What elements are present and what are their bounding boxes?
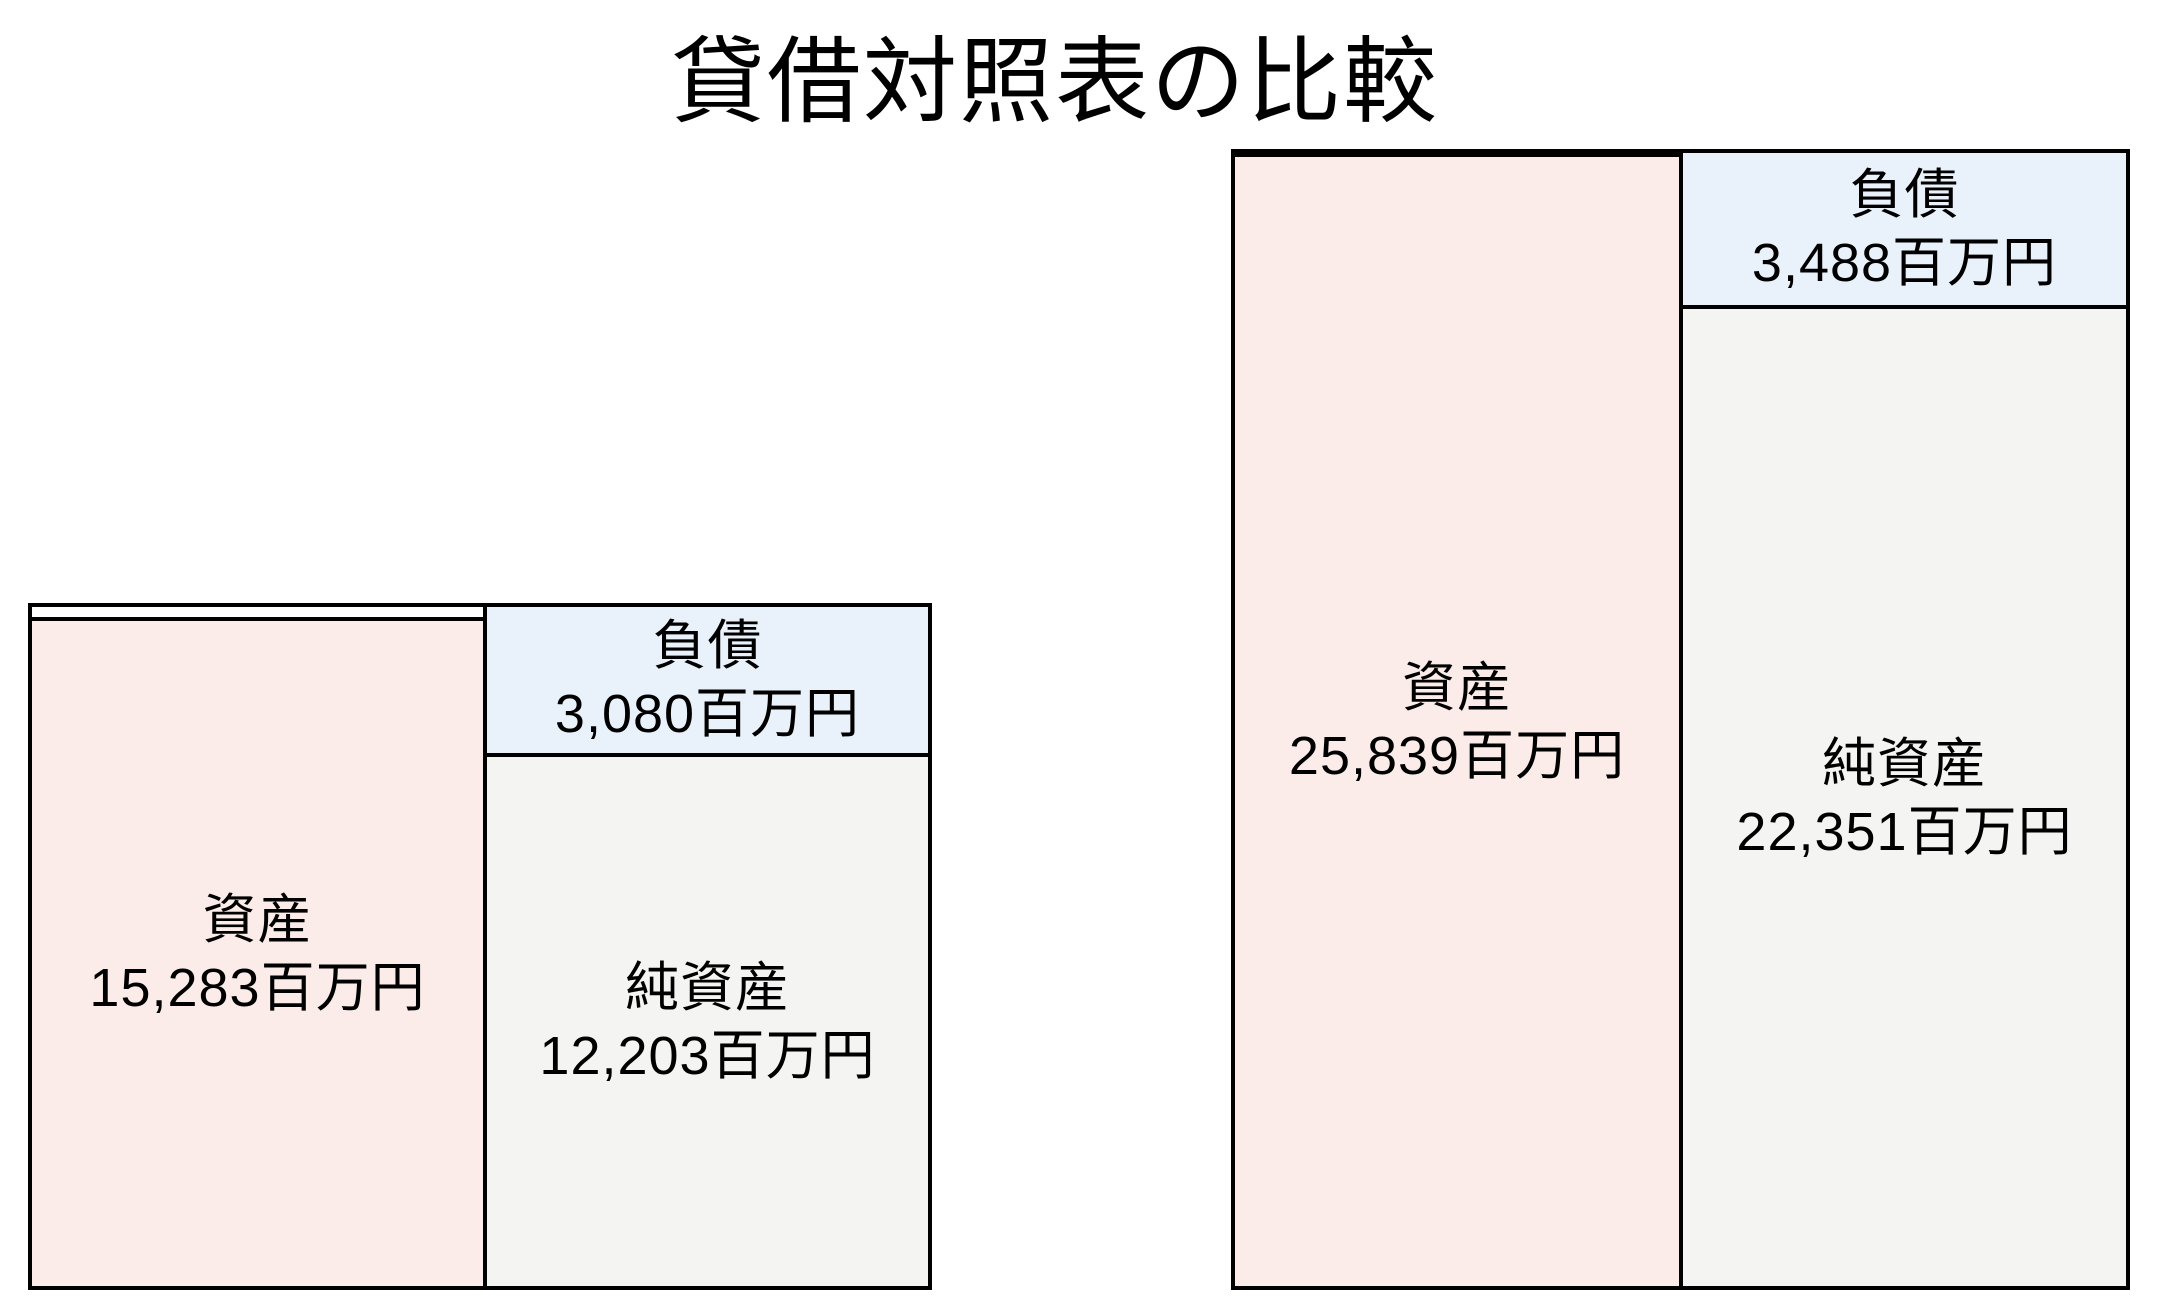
assets-box: 資産 25,839百万円: [1235, 153, 1679, 1286]
liabilities-value: 3,488百万円: [1751, 233, 2058, 293]
net-assets-box: 純資産 22,351百万円: [1683, 309, 2126, 1286]
liabilities-label: 負債: [1849, 165, 1960, 225]
liabilities-box: 負債 3,080百万円: [487, 607, 928, 757]
page-title: 貸借対照表の比較: [670, 29, 1439, 134]
net-assets-value: 22,351百万円: [1736, 801, 2073, 862]
liabilities-net-assets-column: 負債 3,488百万円 純資産 22,351百万円: [1679, 153, 2126, 1286]
liabilities-label: 負債: [652, 616, 763, 676]
assets-label: 資産: [202, 889, 313, 950]
net-assets-value: 12,203百万円: [539, 1025, 876, 1086]
assets-label: 資産: [1402, 657, 1512, 718]
net-assets-box: 純資産 12,203百万円: [487, 757, 928, 1286]
assets-value: 15,283百万円: [89, 957, 426, 1018]
liabilities-net-assets-column: 負債 3,080百万円 純資産 12,203百万円: [483, 607, 928, 1286]
liabilities-value: 3,080百万円: [554, 684, 861, 744]
net-assets-label: 純資産: [1822, 733, 1987, 794]
balance-sheet-left: 資産 15,283百万円 負債 3,080百万円 純資産 12,203百万円: [28, 603, 932, 1290]
assets-value: 25,839百万円: [1288, 725, 1626, 786]
assets-box: 資産 15,283百万円: [32, 617, 483, 1286]
balance-sheet-right: 資産 25,839百万円 負債 3,488百万円 純資産 22,351百万円: [1231, 149, 2130, 1290]
liabilities-box: 負債 3,488百万円: [1683, 153, 2126, 309]
net-assets-label: 純資産: [625, 957, 790, 1018]
